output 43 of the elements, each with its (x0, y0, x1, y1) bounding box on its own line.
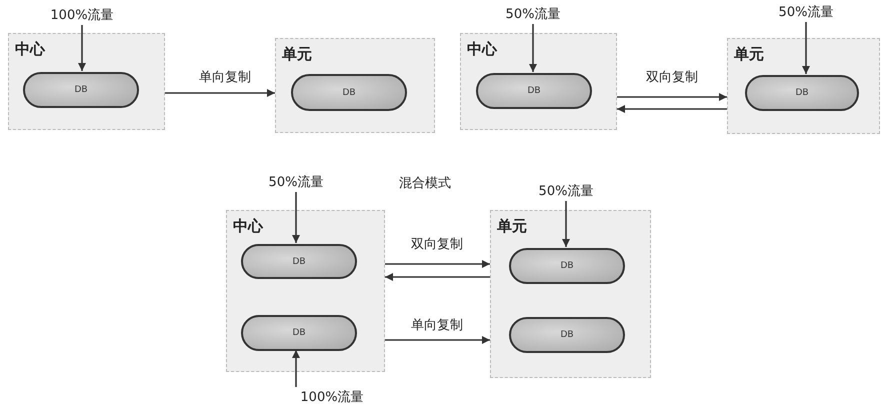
traffic-label: 50%流量 (256, 172, 336, 192)
database-pill: DB (23, 72, 139, 108)
region-box (490, 210, 651, 378)
arrow (385, 273, 490, 281)
traffic-label: 100%流量 (290, 387, 374, 407)
region-title: 单元 (734, 45, 764, 64)
region-box (275, 38, 435, 133)
arrow (385, 336, 490, 344)
database-pill: DB (291, 74, 407, 111)
arrow (385, 260, 490, 268)
traffic-label: 100%流量 (40, 5, 124, 25)
database-pill: DB (509, 317, 625, 353)
edge-label: 单向复制 (197, 68, 253, 86)
arrow (78, 25, 86, 71)
database-pill: DB (476, 73, 592, 109)
region-box (727, 38, 880, 134)
arrow (292, 192, 300, 243)
region-box (8, 33, 165, 130)
region-title: 单元 (497, 217, 527, 236)
database-pill: DB (241, 315, 357, 351)
edge-label: 双向复制 (644, 68, 700, 86)
traffic-label: 50%流量 (493, 4, 573, 24)
edge-label: 双向复制 (409, 235, 465, 253)
arrow (165, 89, 275, 97)
arrow (802, 22, 810, 74)
arrow (292, 350, 300, 387)
edge-label: 单向复制 (409, 316, 465, 334)
database-pill: DB (241, 244, 357, 279)
arrow (617, 105, 727, 113)
mode-title: 混合模式 (397, 174, 453, 192)
region-title: 中心 (15, 40, 45, 59)
traffic-label: 50%流量 (526, 181, 606, 201)
region-box (226, 210, 385, 372)
region-box (460, 33, 617, 130)
region-title: 中心 (467, 40, 497, 59)
database-pill: DB (745, 75, 859, 111)
region-title: 单元 (282, 45, 312, 64)
arrow (562, 201, 570, 247)
arrow (617, 93, 727, 101)
arrow (529, 24, 537, 72)
traffic-label: 50%流量 (766, 2, 846, 22)
region-title: 中心 (233, 217, 263, 236)
database-pill: DB (509, 248, 625, 284)
